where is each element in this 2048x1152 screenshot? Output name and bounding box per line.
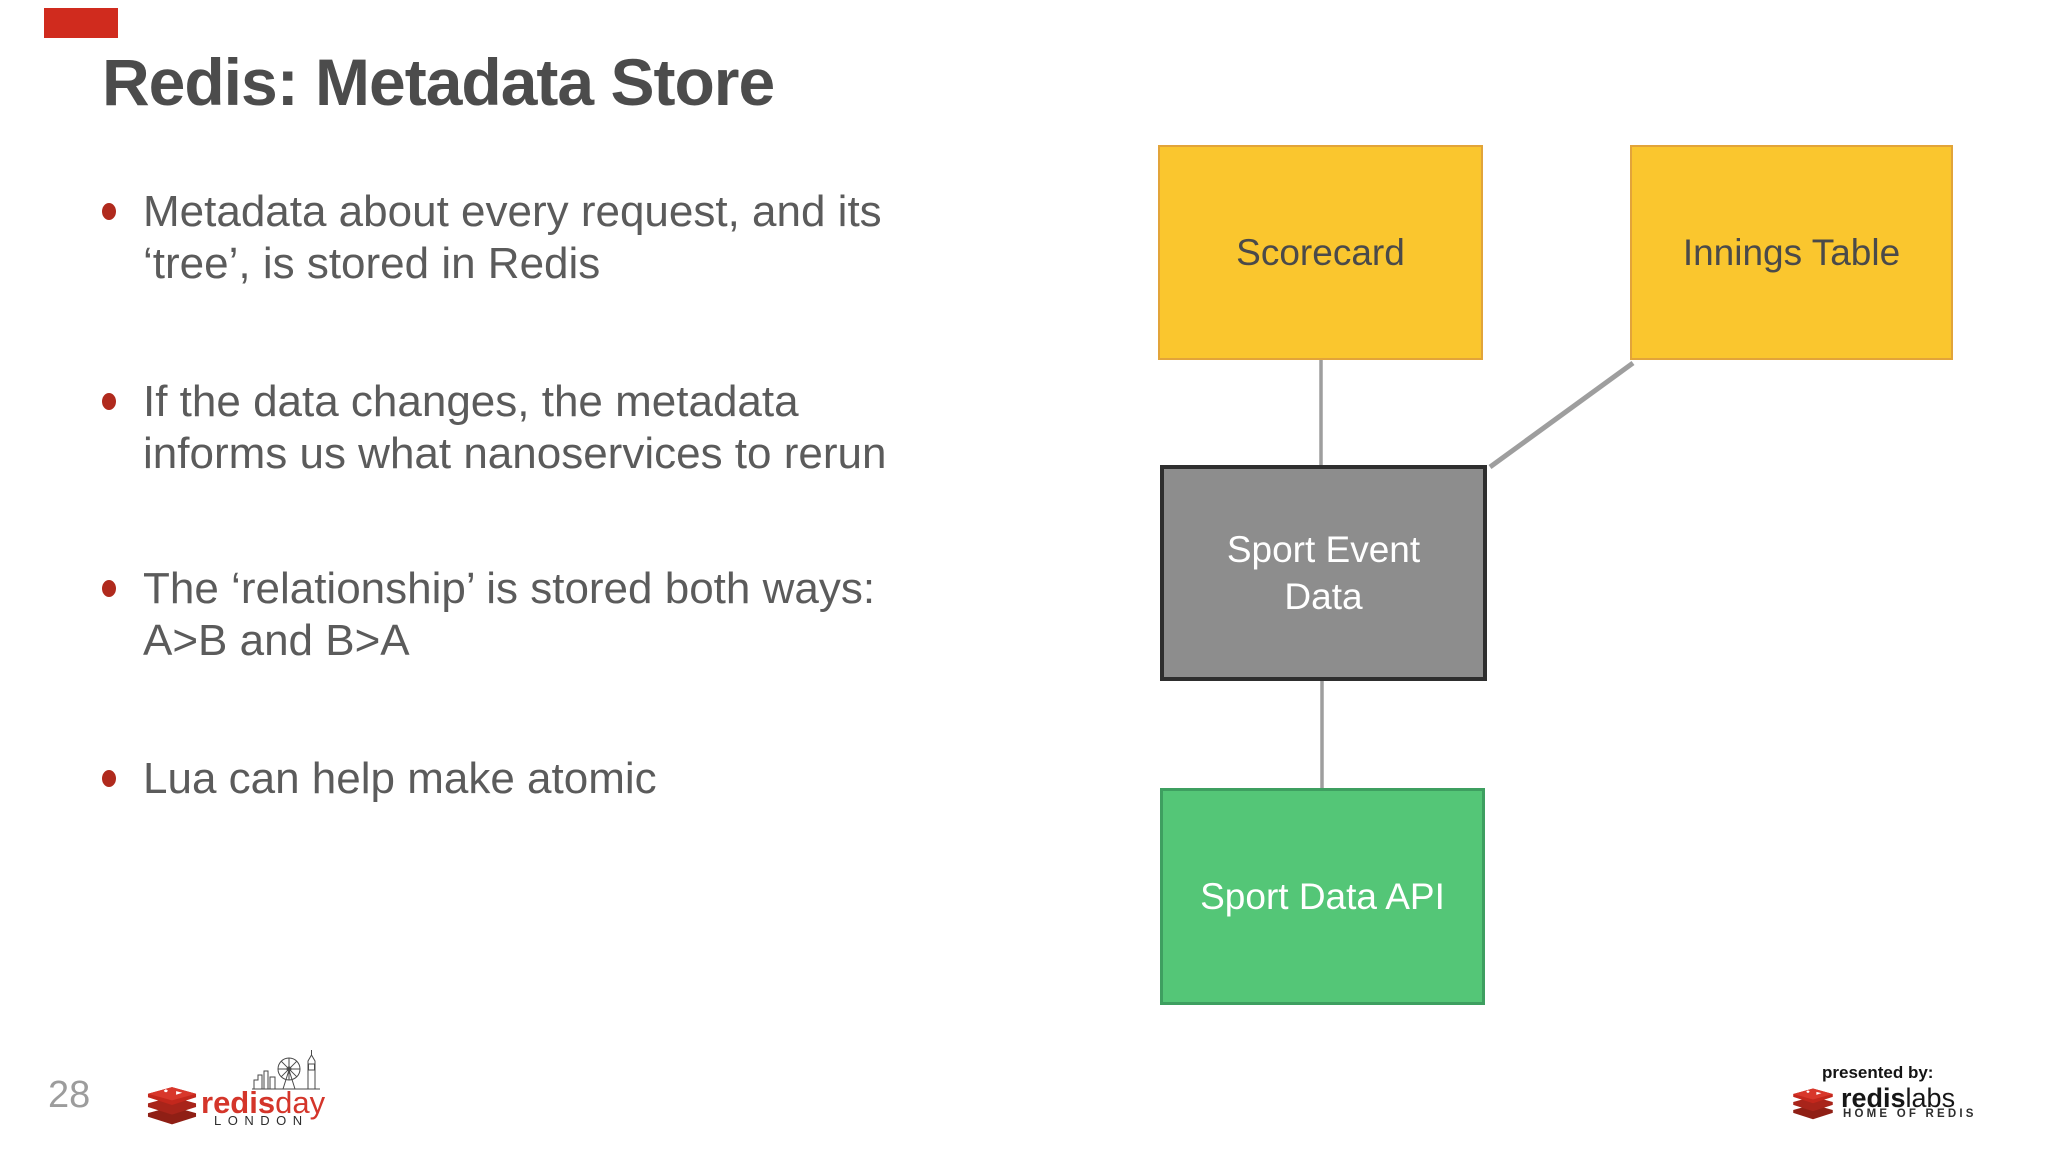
- bullet-item: The ‘relationship’ is stored both ways: …: [102, 563, 1152, 667]
- node-label: Sport Data API: [1200, 876, 1445, 917]
- bullet-dot-icon: [102, 580, 116, 597]
- bullet-line: If the data changes, the metadata: [143, 377, 799, 426]
- bullet-item: Metadata about every request, and its ‘t…: [102, 186, 1152, 290]
- bullet-text: If the data changes, the metadata inform…: [143, 376, 886, 480]
- bullet-text: Metadata about every request, and its ‘t…: [143, 186, 882, 290]
- redisday-subtitle: LONDON: [214, 1113, 309, 1128]
- red-marker: [44, 8, 118, 38]
- diagram-node-sport-event-data: Sport Event Data: [1160, 465, 1487, 681]
- bullet-dot-icon: [102, 770, 116, 787]
- redislabs-cube-icon: [1793, 1088, 1833, 1120]
- presented-by-label: presented by:: [1822, 1063, 1934, 1082]
- bullet-text: The ‘relationship’ is stored both ways: …: [143, 563, 875, 667]
- bullet-line: informs us what nanoservices to rerun: [143, 429, 887, 478]
- bullet-line: ‘tree’, is stored in Redis: [143, 239, 601, 288]
- bullet-line: The ‘relationship’ is stored both ways:: [143, 564, 876, 613]
- redisday-brand-light: day: [275, 1085, 326, 1120]
- bullet-item: If the data changes, the metadata inform…: [102, 376, 1152, 480]
- redisday-brand-bold: redis: [201, 1085, 276, 1120]
- redislabs-brand-light: labs: [1905, 1083, 1956, 1113]
- redislabs-tagline: HOME OF REDIS: [1843, 1108, 1977, 1120]
- page-title: Redis: Metadata Store: [102, 45, 775, 119]
- diagram-node-innings-table: Innings Table: [1630, 145, 1953, 360]
- page-number: 28: [48, 1074, 91, 1116]
- diagram-node-scorecard: Scorecard: [1158, 145, 1483, 360]
- bullet-dot-icon: [102, 393, 116, 410]
- redislabs-logo-text: redislabs: [1841, 1083, 1955, 1114]
- bullet-dot-icon: [102, 203, 116, 220]
- node-label: Innings Table: [1682, 231, 1901, 273]
- redislabs-brand-bold: redis: [1841, 1083, 1906, 1113]
- bullet-line: Metadata about every request, and its: [143, 187, 882, 236]
- bullet-line: Lua can help make atomic: [143, 754, 657, 803]
- redisday-logo-text: redisday: [201, 1085, 325, 1121]
- bullet-item: Lua can help make atomic: [102, 753, 1152, 805]
- node-label: Scorecard: [1236, 231, 1405, 273]
- bullet-line: A>B and B>A: [143, 616, 410, 665]
- redis-cube-icon: [147, 1087, 197, 1125]
- diagram-node-sport-data-api: Sport Data API: [1160, 788, 1485, 1005]
- london-skyline-icon: [252, 1050, 320, 1090]
- bullet-text: Lua can help make atomic: [143, 753, 657, 805]
- node-label: Sport Event Data: [1226, 529, 1421, 617]
